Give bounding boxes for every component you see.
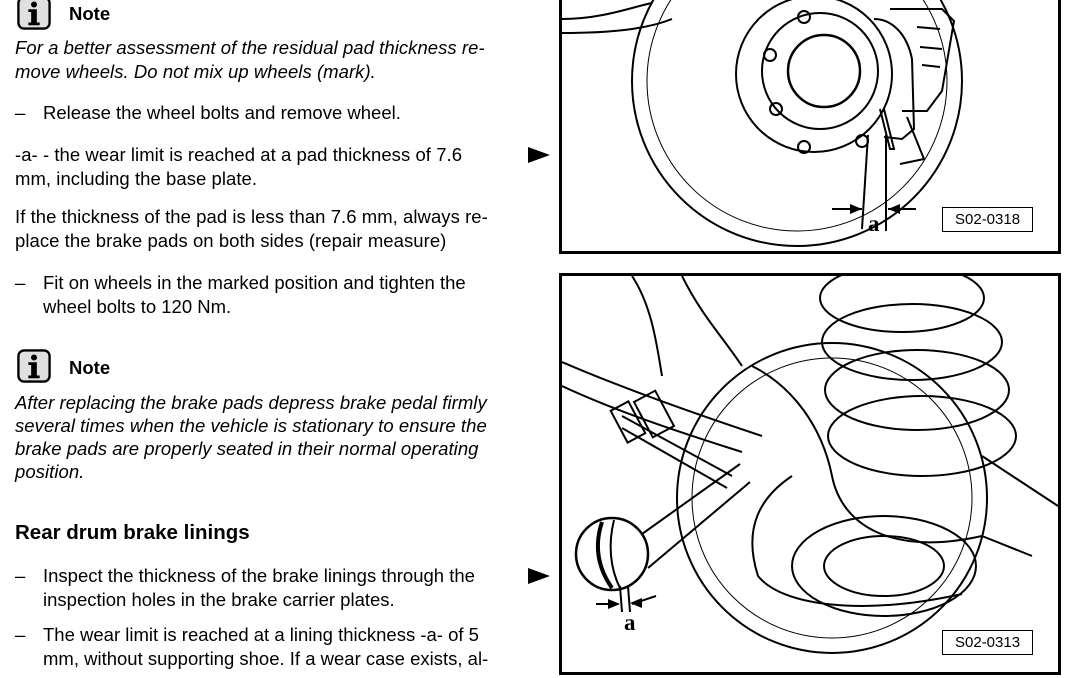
note-text-line: For a better assessment of the residual … (15, 37, 485, 58)
note-label: Note (69, 3, 111, 24)
figure-pointer-arrow (528, 147, 550, 163)
figure-code: S02-0318 (942, 207, 1034, 232)
paragraph-line: -a- - the wear limit is reached at a pad… (15, 144, 463, 165)
dimension-label: a (868, 211, 880, 236)
figure-pointer-arrow (528, 568, 550, 584)
note-text-line: several times when the vehicle is statio… (15, 415, 487, 436)
note-text-line: move wheels. Do not mix up wheels (mark)… (15, 61, 376, 82)
figure-code: S02-0313 (942, 630, 1034, 655)
list-item: – Inspect the thickness of the brake lin… (15, 564, 535, 612)
list-item: – The wear limit is reached at a lining … (15, 623, 535, 671)
note-text-line: After replacing the brake pads depress b… (15, 392, 487, 413)
dash-bullet: – (15, 624, 26, 645)
dash-bullet: – (15, 102, 26, 123)
info-icon (17, 349, 51, 383)
dash-bullet: – (15, 272, 26, 293)
section-heading: Rear drum brake linings (15, 521, 250, 544)
paragraph-line: place the brake pads on both sides (repa… (15, 230, 447, 251)
list-item: – Release the wheel bolts and remove whe… (15, 101, 535, 125)
note-text-line: brake pads are properly seated in their … (15, 438, 479, 459)
list-item-text: Release the wheel bolts and remove wheel… (43, 102, 401, 123)
drum-brake-illustration (562, 276, 1058, 654)
paragraph-line: mm, including the base plate. (15, 168, 258, 189)
list-item-text: Inspect the thickness of the brake linin… (43, 565, 475, 586)
list-item-text: wheel bolts to 120 Nm. (43, 296, 232, 317)
list-item-text: mm, without supporting shoe. If a wear c… (43, 648, 489, 669)
list-item-text: The wear limit is reached at a lining th… (43, 624, 479, 645)
disc-brake-illustration (562, 0, 963, 247)
note-label: Note (69, 357, 111, 378)
dimension-label: a (624, 610, 636, 635)
info-icon (17, 0, 51, 30)
drum-brake-figure: a S02-0313 (559, 273, 1061, 675)
brake-disc-figure: a S02-0318 (559, 0, 1061, 254)
paragraph-line: If the thickness of the pad is less than… (15, 206, 488, 227)
dash-bullet: – (15, 565, 26, 586)
list-item: – Fit on wheels in the marked position a… (15, 271, 535, 319)
list-item-text: Fit on wheels in the marked position and… (43, 272, 466, 293)
note-text-line: position. (15, 461, 85, 482)
list-item-text: inspection holes in the brake carrier pl… (43, 589, 395, 610)
